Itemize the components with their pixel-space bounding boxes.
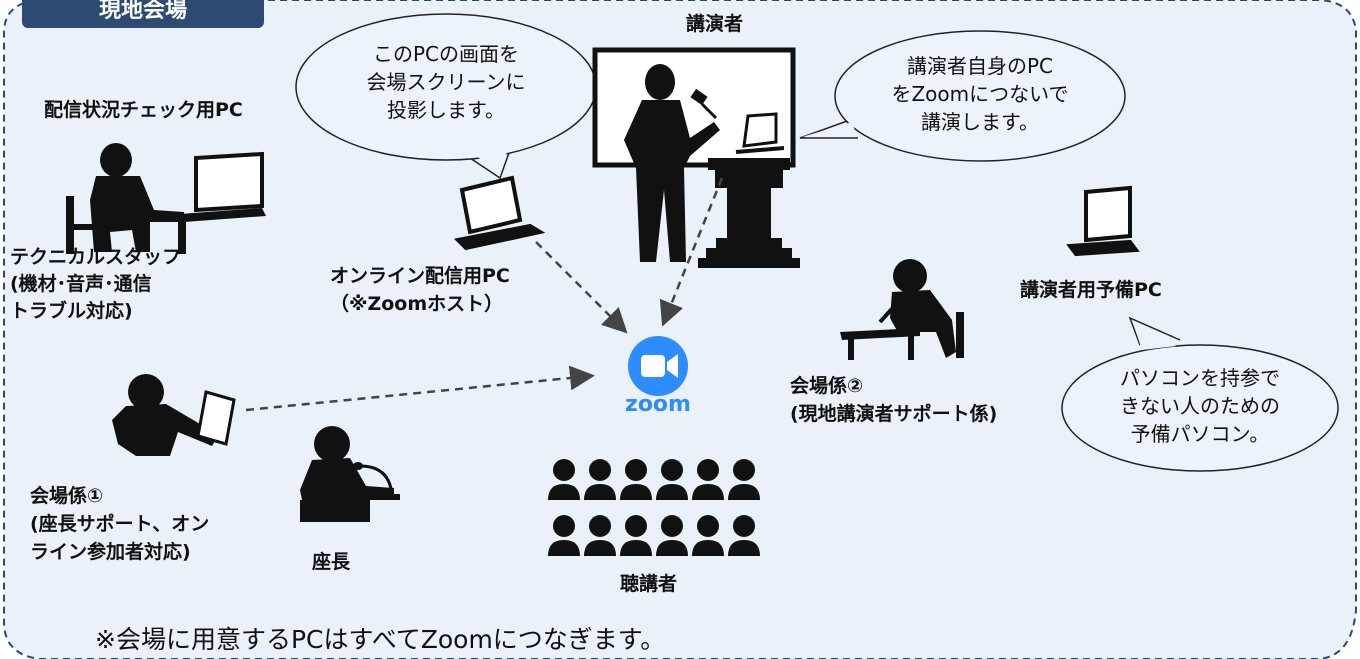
label-speaker: 講演者 xyxy=(686,13,744,35)
speaker-silhouette xyxy=(624,64,720,262)
label-venue-staff-1: 会場係① (座長サポート、オン ライン参加者対応) xyxy=(30,485,210,563)
label-spare-pc: 講演者用予備PC xyxy=(1020,279,1162,301)
arrow-staff1-to-zoom xyxy=(245,365,595,412)
label-venue-staff-2: 会場係② (現地講演者サポート係) xyxy=(790,375,998,425)
footnote: ※会場に用意するPCはすべてZoomにつなぎます。 xyxy=(95,625,666,654)
label-tech-staff: テクニカルスタッフ (機材･音声･通信 トラブル対応) xyxy=(10,246,182,322)
chair-silhouette xyxy=(300,426,400,522)
bubble-spare-pc xyxy=(1061,316,1339,472)
spare-laptop xyxy=(1066,185,1140,257)
bubble-host-pc-text: このPCの画面を 会場スクリーンに 投影します。 xyxy=(356,40,536,124)
bubble-speaker-pc-line-3: 講演します。 xyxy=(921,110,1039,134)
speaker-laptop xyxy=(735,112,785,154)
bubble-spare-pc-line-3: 予備パソコン。 xyxy=(1130,422,1270,446)
arrow-speaker-to-zoom xyxy=(659,177,724,327)
bubble-host-pc-line-1: このPCの画面を xyxy=(372,42,520,66)
connection-arrows xyxy=(245,177,724,412)
bubble-host-pc-line-3: 投影します。 xyxy=(387,98,505,122)
host-laptop xyxy=(453,175,546,251)
label-audience: 聴講者 xyxy=(620,573,678,595)
venue-tag-label: 現地会場 xyxy=(98,0,187,23)
bubble-speaker-pc-line-1: 講演者自身のPC xyxy=(906,54,1054,78)
bubble-spare-pc-line-2: きない人のための xyxy=(1120,394,1280,418)
venue-tag: 現地会場 xyxy=(22,0,264,28)
bubble-spare-pc-text: パソコンを持参で きない人のための 予備パソコン。 xyxy=(1100,364,1300,448)
label-host-pc: オンライン配信用PC （※Zoomホスト） xyxy=(330,265,510,315)
bubble-speaker-pc-line-2: をZoomにつないで xyxy=(891,82,1069,106)
zoom-logo-icon xyxy=(628,336,688,396)
venue-staff-2-silhouette xyxy=(840,259,964,360)
zoom-logo-text: zoom xyxy=(625,392,691,417)
label-monitor-pc: 配信状況チェック用PC xyxy=(44,99,243,121)
audience-icons xyxy=(548,459,760,556)
bubble-host-pc-line-2: 会場スクリーンに xyxy=(366,70,526,94)
podium xyxy=(698,158,800,268)
bubble-speaker-pc xyxy=(799,30,1126,162)
label-chair: 座長 xyxy=(312,551,351,573)
bubble-spare-pc-line-1: パソコンを持参で xyxy=(1120,366,1280,390)
monitor-station xyxy=(66,143,266,254)
bubble-host-pc xyxy=(295,13,597,180)
venue-staff-1-silhouette xyxy=(112,374,236,456)
arrow-host-to-zoom xyxy=(535,241,628,334)
bubble-speaker-pc-text: 講演者自身のPC をZoomにつないで 講演します。 xyxy=(880,52,1080,136)
